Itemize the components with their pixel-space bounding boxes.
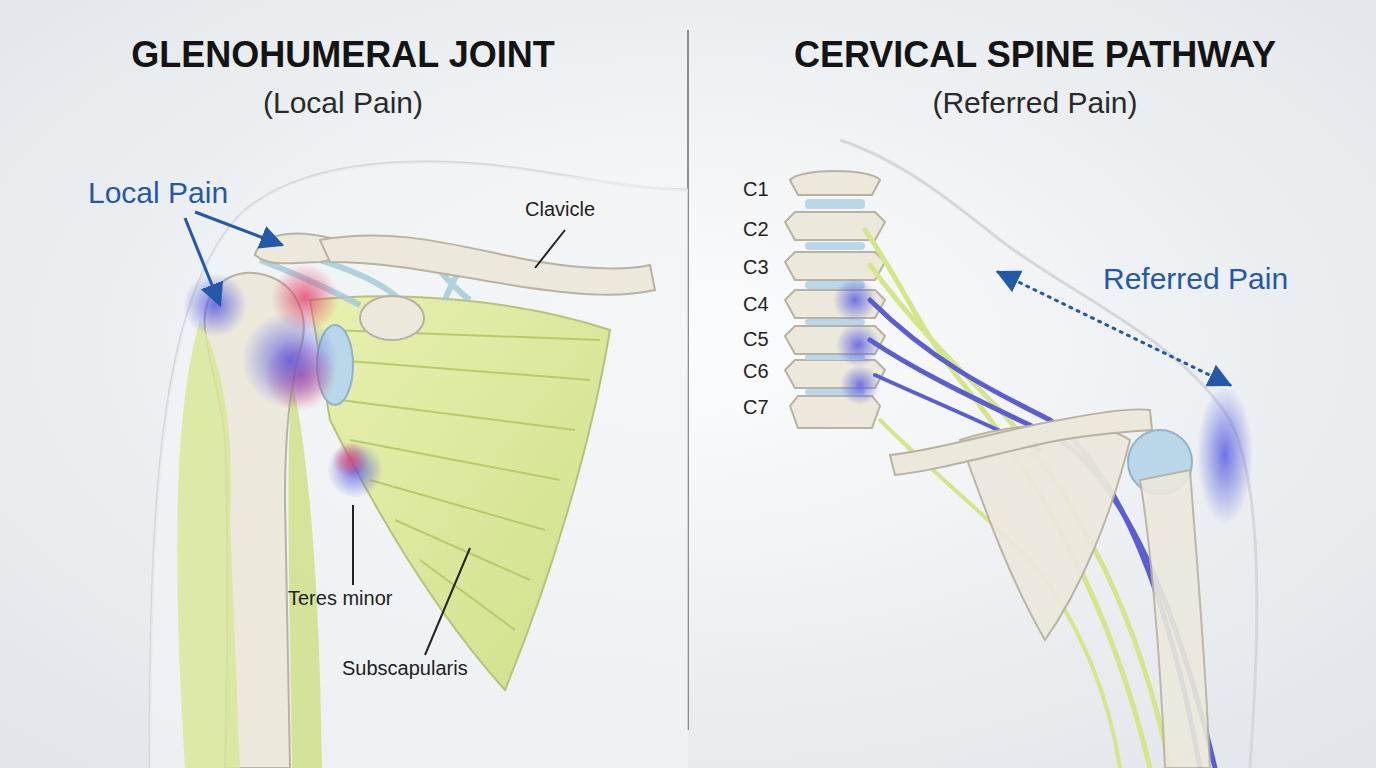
coracoid-process: [360, 296, 424, 340]
pain-glow: [332, 442, 368, 478]
clavicle: [320, 235, 655, 294]
vertebra: [790, 171, 880, 195]
vertebra-label: C6: [743, 360, 769, 383]
pain-arrow: [185, 218, 220, 305]
part-label: Clavicle: [525, 198, 595, 221]
pain-label: Local Pain: [88, 176, 228, 211]
vertebra-label: C1: [743, 178, 769, 201]
vertebra-label: C4: [743, 293, 769, 316]
pain-glow: [242, 312, 338, 408]
humerus: [1140, 470, 1210, 768]
pain-label: Referred Pain: [1103, 262, 1288, 297]
clavicle: [890, 409, 1152, 475]
pain-glow: [1197, 385, 1253, 525]
vertebra-label: C7: [743, 396, 769, 419]
panel-heading: CERVICAL SPINE PATHWAY: [794, 34, 1276, 75]
deltoid-muscle: [177, 320, 240, 768]
nerve-pathway: [865, 230, 1215, 768]
vertebra-label: C3: [743, 256, 769, 279]
disc: [805, 242, 865, 250]
disc: [805, 199, 865, 209]
body-outline: [840, 140, 1257, 768]
body-skin: [150, 162, 688, 768]
pain-glow: [327, 442, 383, 498]
pain-arrow: [195, 212, 282, 245]
biceps-muscle: [288, 380, 322, 768]
pain-glow: [183, 273, 247, 337]
panel-heading: GLENOHUMERAL JOINT: [131, 34, 554, 75]
leader-line: [352, 505, 354, 585]
body-outline: [150, 162, 688, 768]
leader-line: [425, 548, 470, 655]
part-label: Teres minor: [288, 587, 392, 610]
leader-line: [535, 230, 565, 268]
scapula: [310, 296, 610, 690]
pain-glow: [840, 365, 880, 405]
vertebra-label: C2: [743, 218, 769, 241]
panel-subheading: (Referred Pain): [932, 86, 1137, 121]
panel-subheading: (Local Pain): [263, 86, 423, 121]
vertebra-label: C5: [743, 328, 769, 351]
part-label: Subscapularis: [342, 657, 468, 680]
nerve: [870, 340, 1215, 768]
